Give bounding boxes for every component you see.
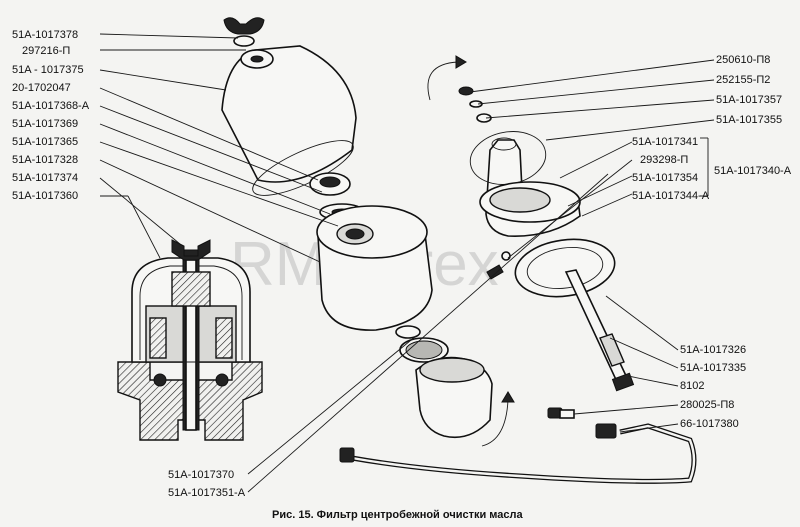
part-label: 51A-1017341	[632, 136, 698, 148]
wing-nut	[223, 17, 265, 47]
part-label: 51A-1017335	[680, 362, 746, 374]
part-label: 51A-1017370	[168, 469, 234, 481]
part-label: 51A-1017368-A	[12, 100, 90, 112]
part-label: 51A-1017355	[716, 114, 782, 126]
part-label: 51A-1017360	[12, 190, 78, 202]
union-fitting	[547, 407, 575, 419]
rotor-axle	[564, 269, 635, 392]
part-label: 252155-П2	[716, 74, 770, 86]
part-label: 51A-1017365	[12, 136, 78, 148]
filter-section-view	[117, 239, 263, 441]
part-label: 51A-1017344-A	[632, 190, 710, 202]
part-label: 293298-П	[640, 154, 688, 166]
part-label: 51A-1017374	[12, 172, 78, 184]
labels-right-top: 250610-П8 252155-П2 51A-1017357 51A-1017…	[716, 54, 782, 126]
figure-caption: Рис. 15. Фильтр центробежной очистки мас…	[272, 509, 524, 521]
rotor-sleeve	[415, 356, 493, 439]
filter-screen	[399, 337, 449, 363]
part-label: 297216-П	[22, 45, 70, 57]
part-label: 8102	[680, 380, 704, 392]
part-label: 66-1017380	[680, 418, 739, 430]
part-label: 51A-1017378	[12, 29, 78, 41]
part-label: 51A-1017328	[12, 154, 78, 166]
nut-stack	[458, 86, 492, 123]
part-label: 51A - 1017375	[12, 64, 84, 76]
labels-right-bottom: 51A-1017326 51A-1017335 8102 280025-П8 6…	[680, 344, 746, 430]
part-label: 51A-1017326	[680, 344, 746, 356]
rotor-body	[316, 205, 433, 331]
part-label: 51A-1017351-A	[168, 487, 246, 499]
cover-body	[469, 131, 581, 237]
labels-left: 51A-1017378 297216-П 51A - 1017375 20-17…	[12, 29, 90, 202]
oil-pipe	[339, 423, 697, 484]
leader-lines	[99, 33, 715, 493]
seal-ring	[395, 325, 421, 339]
part-label: 280025-П8	[680, 399, 734, 411]
labels-group: 51A-1017341 293298-П 51A-1017354 51A-101…	[632, 136, 792, 202]
part-label: 51A-1017369	[12, 118, 78, 130]
group-label: 51A-1017340-A	[714, 165, 792, 177]
part-label: 250610-П8	[716, 54, 770, 66]
rotation-arrows	[427, 55, 515, 447]
part-label: 20-1702047	[12, 82, 71, 94]
part-label: 51A-1017357	[716, 94, 782, 106]
gasket-plate	[514, 238, 616, 298]
labels-bottom: 51A-1017370 51A-1017351-A	[168, 469, 246, 499]
part-label: 51A-1017354	[632, 172, 698, 184]
